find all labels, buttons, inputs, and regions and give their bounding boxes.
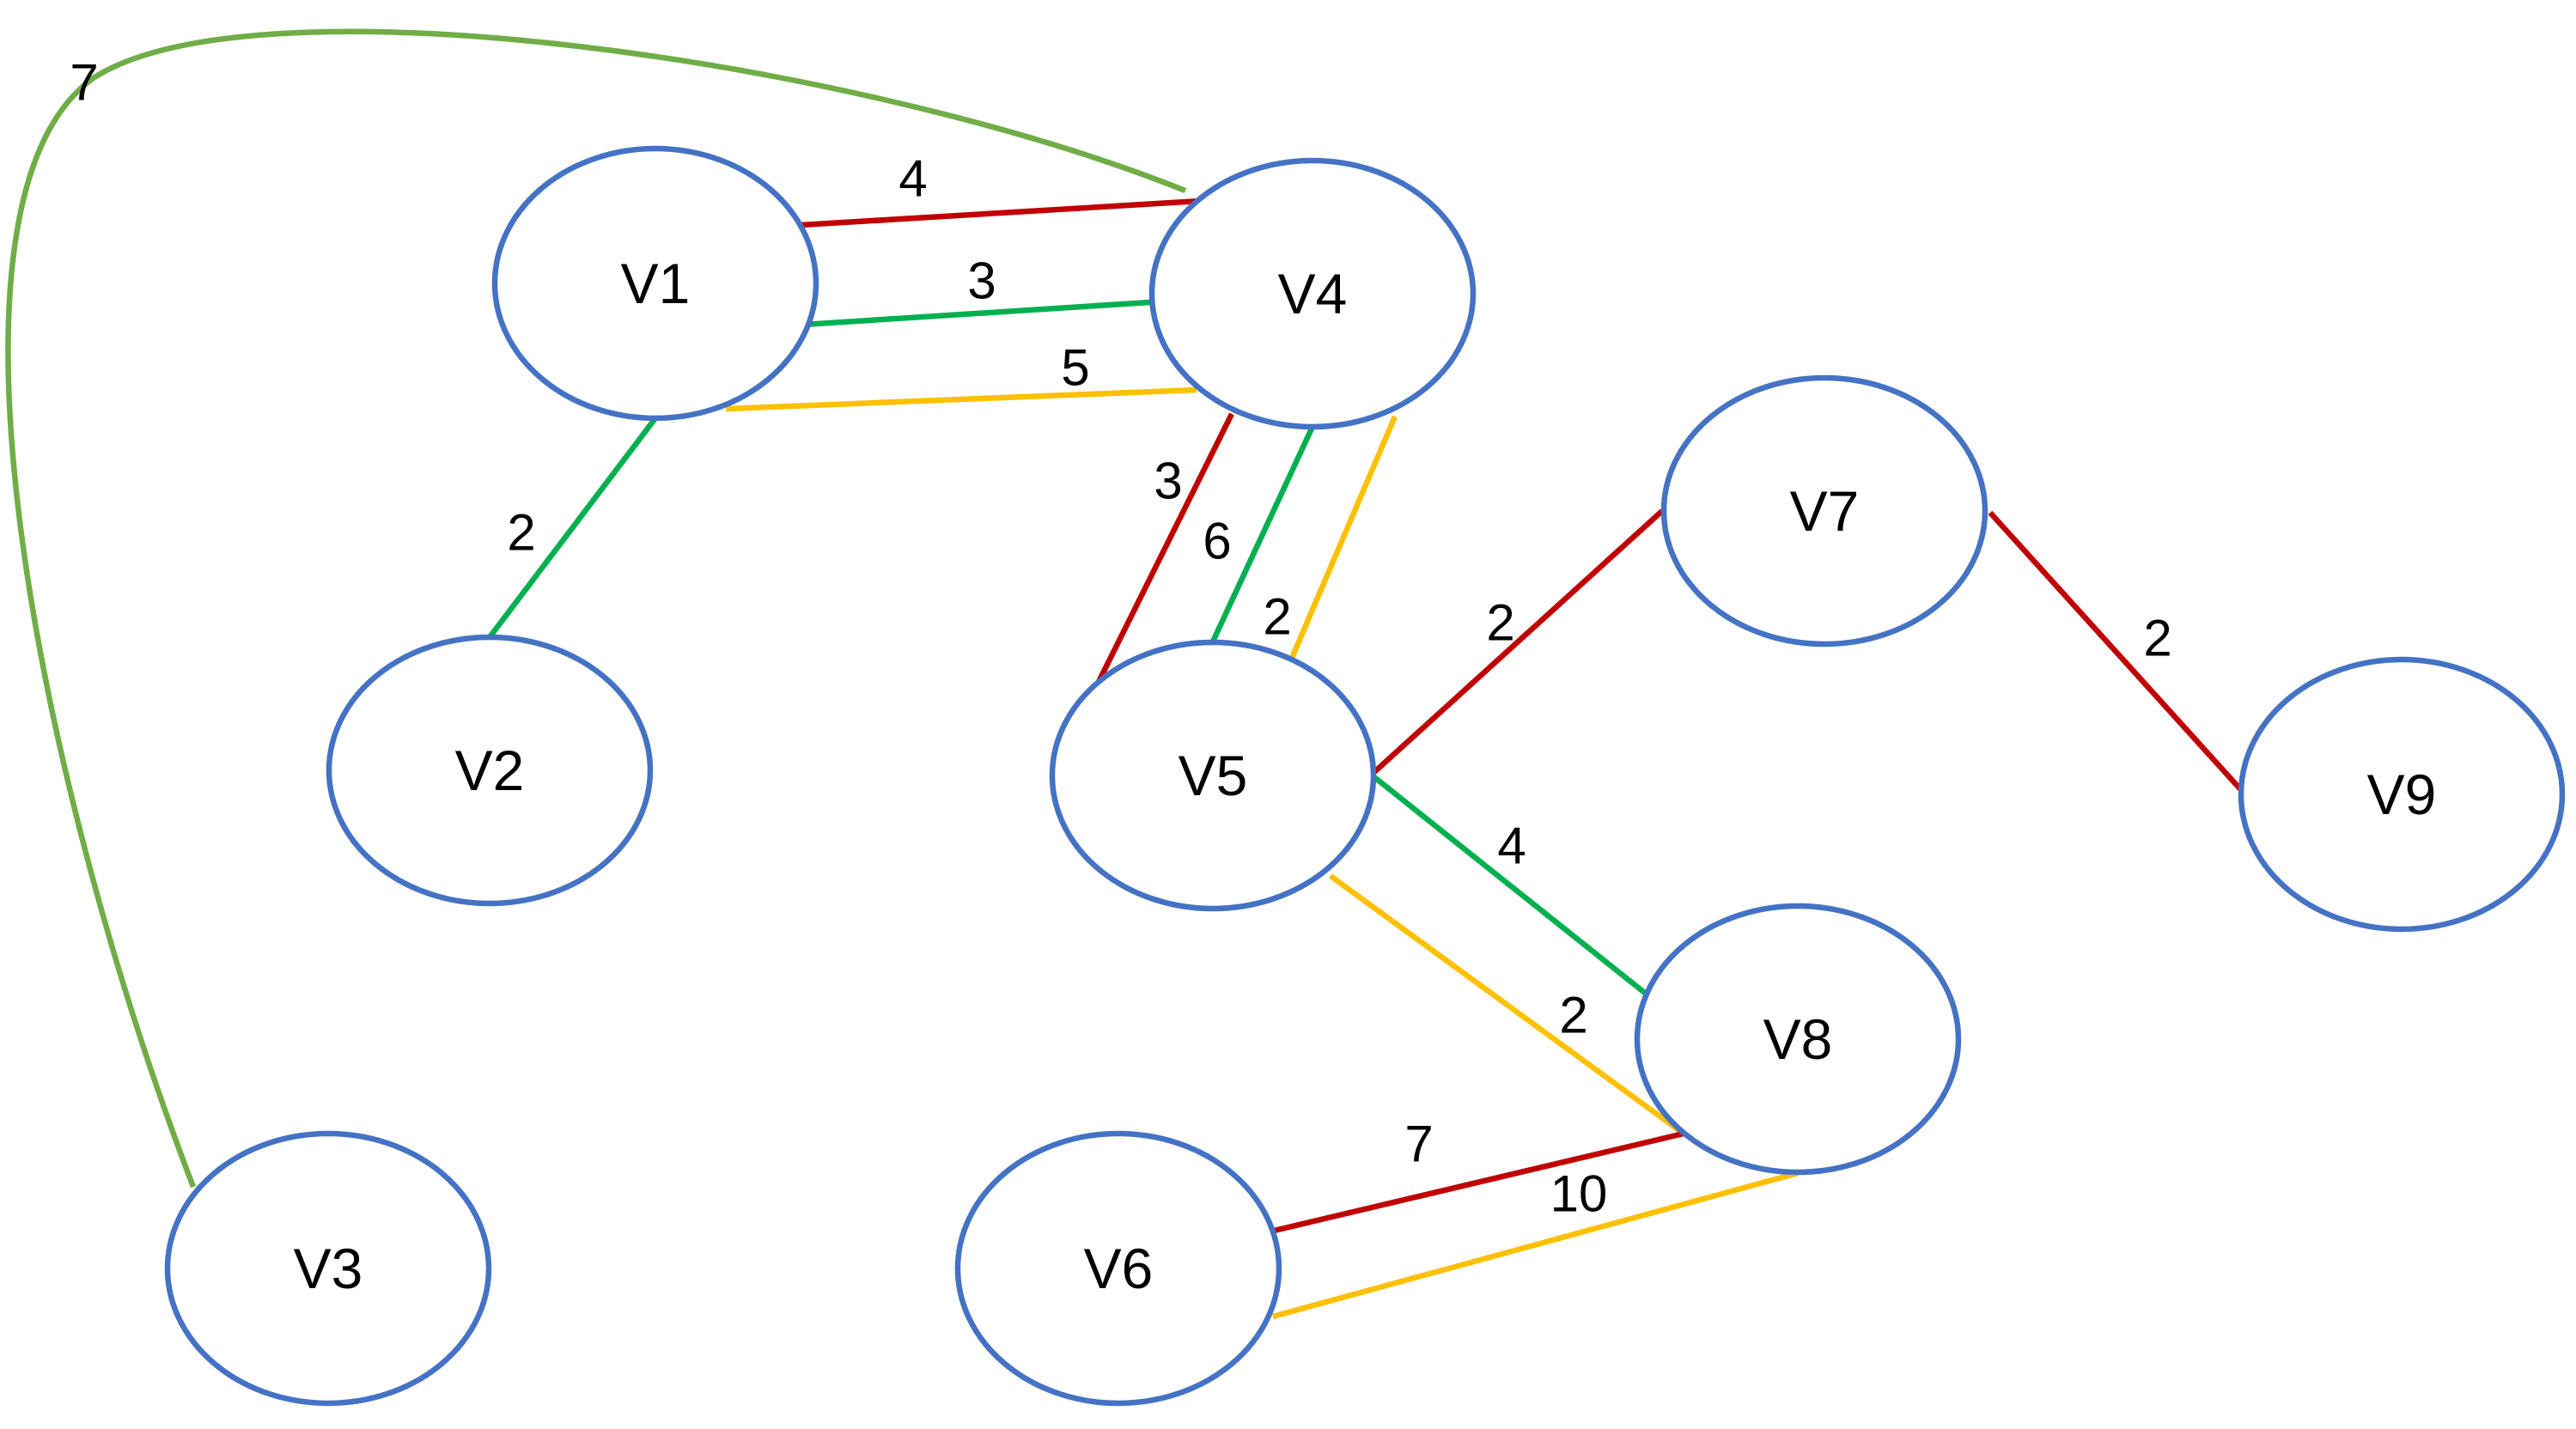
weight-label-v3-v4: 7 bbox=[70, 54, 98, 112]
edge-v4-v5-red bbox=[1095, 412, 1234, 685]
weight-label-v7-v9: 2 bbox=[2143, 610, 2171, 667]
weight-label-v1-v2: 2 bbox=[507, 504, 535, 562]
node-v7-circle bbox=[1660, 374, 1988, 648]
edge-v6-v8-yellow bbox=[1272, 1170, 1799, 1320]
node-v7-label: V7 bbox=[1790, 479, 1860, 543]
node-v8-circle bbox=[1634, 903, 1962, 1176]
node-v4-label: V4 bbox=[1278, 262, 1348, 325]
node-v3-label: V3 bbox=[294, 1237, 363, 1300]
edge-v1-v4-green bbox=[802, 299, 1151, 328]
node-v4: V4 bbox=[1148, 157, 1477, 430]
node-v3: V3 bbox=[164, 1130, 492, 1407]
node-v6-circle bbox=[954, 1130, 1282, 1407]
weight-label-v1-v4-red: 4 bbox=[898, 150, 927, 208]
weight-label-v1-v4-green: 3 bbox=[967, 252, 996, 310]
weight-label-v6-v8-red: 7 bbox=[1404, 1116, 1433, 1173]
edge-v4-v5-green bbox=[1210, 425, 1315, 643]
node-v2: V2 bbox=[326, 634, 654, 907]
node-v2-label: V2 bbox=[455, 739, 525, 802]
weight-label-v6-v8-yellow: 10 bbox=[1550, 1165, 1608, 1223]
edge-v4-v5-yellow bbox=[1288, 415, 1398, 664]
node-v8: V8 bbox=[1634, 903, 1962, 1176]
weight-label-v1-v4-yellow: 5 bbox=[1061, 339, 1089, 397]
edge-v7-v9 bbox=[1988, 510, 2245, 794]
weight-label-v4-v5-yellow: 2 bbox=[1263, 588, 1291, 646]
weight-label-v5-v7: 2 bbox=[1486, 594, 1514, 652]
node-v5-circle bbox=[1049, 639, 1377, 912]
node-v1-label: V1 bbox=[621, 252, 691, 315]
node-v3-circle bbox=[164, 1130, 492, 1407]
node-v2-circle bbox=[326, 634, 654, 907]
nodes-layer: V1 V2 V3 V4 V5 V6 V7 V8 bbox=[164, 145, 2566, 1407]
node-v5: V5 bbox=[1049, 639, 1377, 912]
node-v9-label: V9 bbox=[2367, 763, 2437, 826]
weights-layer: 7 4 3 5 2 3 6 2 2 2 4 2 7 10 bbox=[70, 54, 2171, 1223]
edge-v5-v8-green bbox=[1372, 775, 1648, 996]
weight-label-v4-v5-red: 3 bbox=[1154, 453, 1182, 510]
edge-v5-v8-yellow bbox=[1329, 873, 1685, 1136]
node-v8-label: V8 bbox=[1763, 1007, 1833, 1071]
node-v6-label: V6 bbox=[1084, 1237, 1154, 1300]
node-v7: V7 bbox=[1660, 374, 1988, 648]
edge-v5-v7 bbox=[1372, 508, 1665, 775]
weight-label-v5-v8-green: 4 bbox=[1497, 818, 1526, 875]
weight-label-v5-v8-yellow: 2 bbox=[1559, 987, 1587, 1044]
weight-label-v4-v5-green: 6 bbox=[1203, 513, 1231, 570]
node-v5-label: V5 bbox=[1178, 744, 1248, 807]
edge-v1-v4-yellow bbox=[725, 386, 1197, 412]
edge-v1-v4-red bbox=[800, 198, 1201, 228]
edge-v1-v2 bbox=[487, 417, 658, 639]
node-v4-circle bbox=[1148, 157, 1477, 430]
node-v9: V9 bbox=[2238, 656, 2566, 933]
edge-v3-v4 bbox=[5, 28, 1187, 1189]
node-v9-circle bbox=[2238, 656, 2566, 933]
node-v1-circle bbox=[491, 145, 819, 422]
edges-layer bbox=[5, 28, 2245, 1320]
edge-v6-v8-red bbox=[1270, 1130, 1684, 1235]
node-v1: V1 bbox=[491, 145, 819, 422]
node-v6: V6 bbox=[954, 1130, 1282, 1407]
